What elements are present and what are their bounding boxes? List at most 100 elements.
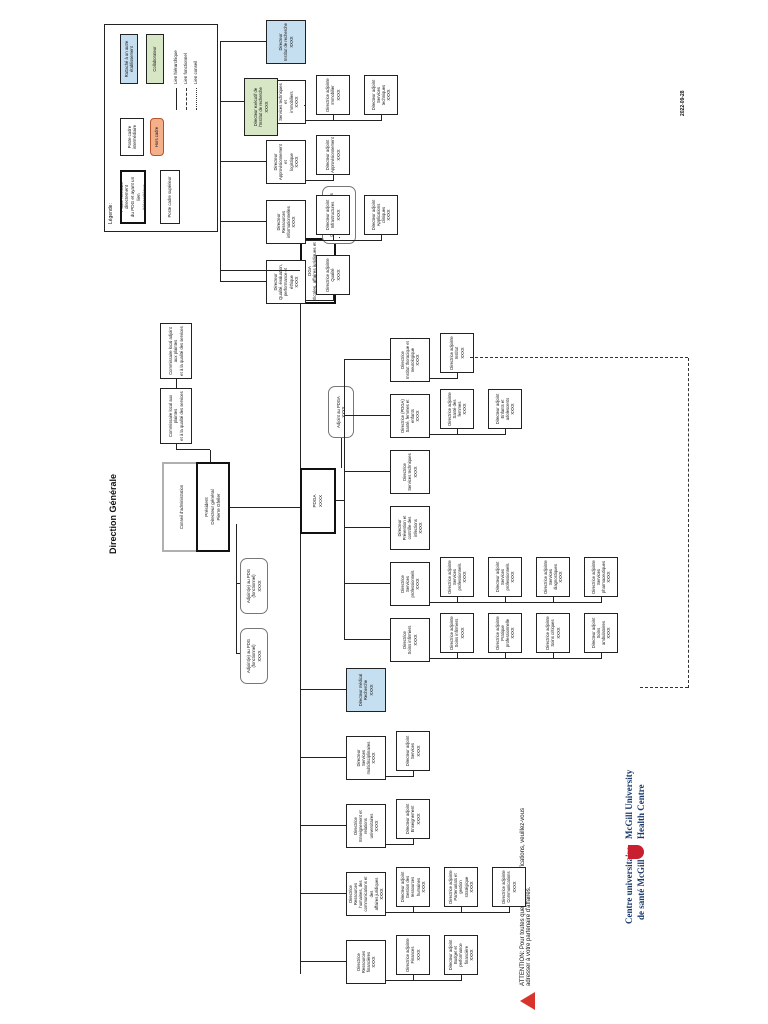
- connector: [430, 658, 601, 659]
- assistant-director-box-label: Directrice adjointe Communications XXXX: [501, 870, 517, 904]
- assistant-director-box: Directeur adjoint Applications cliniques…: [364, 195, 398, 235]
- connector: [381, 235, 382, 241]
- connector: [339, 237, 340, 238]
- assistant-director-box: Directrice adjointe Santé des femmes XXX…: [440, 389, 474, 429]
- connector: [220, 270, 300, 271]
- director-box-label: Directeur Approvisionnement et logistiqu…: [272, 144, 299, 180]
- director-box: Directeur Qualité, évaluation, performan…: [266, 260, 306, 304]
- director-box: Directeur médical Recherche XXXX: [346, 668, 386, 712]
- assistant-director-box: Directrice adjointe Services pharmaceuti…: [584, 557, 618, 597]
- connector: [601, 653, 602, 659]
- connector: [344, 471, 390, 472]
- director-box: Directrice Institut thoracique et neurol…: [390, 338, 430, 382]
- assistant-director-box-label: Directeur adjoint Services techniques XX…: [370, 79, 392, 111]
- pdg-advisor-box: Adjoint(e) au PDG (fonctionnel) XXXX: [240, 558, 268, 614]
- assistant-director-box: Directeur adjoint Soins ambulatoires XXX…: [584, 613, 618, 653]
- director-box-label: Directrice Enseignement et relations uni…: [352, 810, 379, 842]
- assistant-director-box-label: Directeur adjoint Budget et performance …: [447, 939, 474, 971]
- legend-hors: Hors cadre: [150, 118, 164, 156]
- connector: [333, 235, 334, 241]
- connector: [220, 41, 221, 282]
- legend-poste-label: Poste cadre supérieur: [167, 176, 173, 218]
- legend-line-fonc: [186, 88, 187, 110]
- connector: [300, 689, 346, 690]
- director-box: Directeur Ressources informationnelles X…: [266, 200, 306, 244]
- connector: [413, 907, 414, 913]
- connector: [430, 378, 457, 379]
- assistant-director-box-label: Directeur adjoint Approvisionnement XXXX: [325, 137, 341, 173]
- director-box: Directrice Services techniques XXXX: [390, 450, 430, 494]
- connector: [344, 415, 390, 416]
- connector: [333, 115, 334, 121]
- assistant-director-box-label: Directrice adjointe Santé des femmes XXX…: [446, 392, 468, 426]
- assistant-director-box-label: Directeur adjoint Services XXXX: [405, 735, 421, 767]
- assistant-director-box: Directrice adjointe Pratique professionn…: [488, 613, 522, 653]
- connector: [300, 961, 346, 962]
- assistant-director-box: Directeur adjoint Gestion des ressources…: [396, 867, 430, 907]
- assistant-director-box: Directrice adjointe Services diagnostiqu…: [536, 557, 570, 597]
- connector: [220, 221, 266, 222]
- connector: [333, 175, 334, 181]
- assistant-director-box-label: Directrice adjointe Services professionn…: [446, 560, 468, 594]
- functional-link: [688, 358, 689, 688]
- legend-line-hier: [176, 88, 177, 110]
- connector: [457, 653, 458, 659]
- connector: [457, 429, 458, 435]
- director-box-label: Directrice Services professionnels XXXX: [399, 570, 421, 598]
- connector: [220, 281, 266, 282]
- date-stamp: 2022-09-28: [680, 90, 686, 116]
- connector: [230, 507, 302, 508]
- assistant-director-box-label: Directrice adjointe Institut XXXX: [449, 336, 465, 370]
- assistant-director-box-label: Directrice adjointe Soins critiques XXXX: [545, 616, 561, 650]
- connector: [336, 500, 344, 501]
- assistant-director-box-label: Directeur adjoint Enseignement XXXX: [405, 803, 421, 835]
- connector: [306, 240, 381, 241]
- pdga-box: PDGA XXXX: [300, 468, 336, 534]
- connector: [553, 653, 554, 659]
- connector: [220, 41, 266, 42]
- director-box-label: Directrice Ressources financières XXXX: [355, 950, 377, 974]
- pdga-adjoint-box: Adjoint au PDGA XXXX: [328, 386, 354, 438]
- legend-cadre: Poste cadre intermédiaire: [120, 118, 144, 156]
- assistant-director-box: Directeur adjoint Approvisionnement XXXX: [316, 135, 350, 175]
- connector: [344, 583, 390, 584]
- director-box: Directrice (PDGA) Santé, femmes et enfan…: [390, 394, 430, 438]
- pdg-advisor-label: Adjoint(e) au PDG (fonctionnel) XXXX: [246, 569, 262, 603]
- connector: [413, 839, 414, 845]
- functional-link: [304, 105, 305, 106]
- pdga-label: PDGA XXXX: [312, 494, 323, 508]
- connector: [430, 434, 505, 435]
- page-title: Direction Générale: [108, 473, 118, 554]
- director-box-label: Directrice (PDGA) Santé, femmes et enfan…: [399, 399, 421, 433]
- legend-line-conseil-label: Lien conseil: [193, 60, 198, 84]
- legend-line-hier-label: Lien hiérarchique: [173, 50, 178, 84]
- connector: [505, 597, 506, 603]
- assistant-director-box: Directrice adjointe Immobilier XXXX: [316, 75, 350, 115]
- legend-pdg-link: Poste relevant directement du PDG et aya…: [120, 170, 146, 224]
- logo-emblem-icon: [628, 845, 644, 859]
- director-box-label: Directrice Institut thoracique et neurol…: [399, 341, 421, 379]
- assistant-director-box-label: Directrice adjointe Immobilier XXXX: [325, 78, 341, 112]
- assistant-director-box: Directrice adjointe Services professionn…: [440, 557, 474, 597]
- assistant-director-box: Directrice adjointe Finances XXXX: [396, 935, 430, 975]
- connector: [509, 907, 510, 913]
- connector: [236, 524, 237, 654]
- complaints-commissioner-box: Commissaire local aux plaintes et à la q…: [160, 388, 192, 444]
- connector: [306, 180, 333, 181]
- connector: [341, 438, 342, 468]
- connector: [220, 161, 266, 162]
- connector: [344, 359, 390, 360]
- connector: [505, 653, 506, 659]
- assistant-director-box: Directeur adjoint Enfants et adolescents…: [488, 389, 522, 429]
- assistant-director-box: Directeur adjoint Budget et performance …: [444, 935, 478, 975]
- research-exec-box: Directeur exécutif de l'Institut de rech…: [244, 78, 278, 136]
- connector: [461, 975, 462, 981]
- connector: [413, 975, 414, 981]
- legend-hors-label: Hors cadre: [154, 126, 160, 148]
- assistant-director-box-label: Directrice adjointe Services diagnostiqu…: [542, 560, 564, 594]
- legend-poste: Poste cadre supérieur: [160, 170, 180, 224]
- connector: [236, 653, 240, 654]
- connector: [386, 980, 461, 981]
- assistant-director-box: Directeur adjoint Services XXXX: [396, 731, 430, 771]
